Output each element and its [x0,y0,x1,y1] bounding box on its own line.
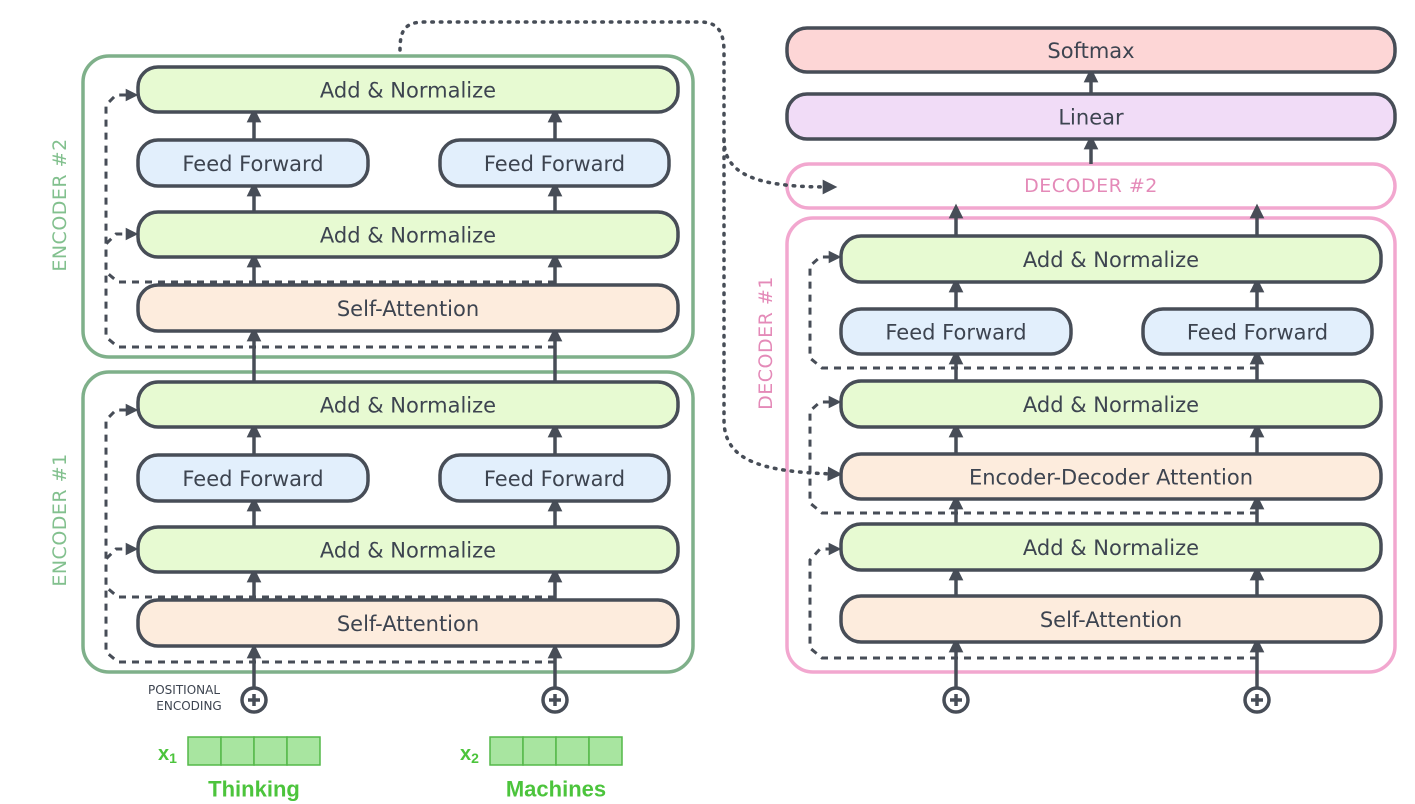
add-normalize-label: Add & Normalize [320,224,496,248]
embedding-cell [286,736,321,766]
embedding-cell [253,736,288,766]
decoder-label-1: DECODER #1 [755,276,777,410]
feed-forward-label: Feed Forward [1187,321,1328,345]
self-attention-box [839,594,1383,644]
add-normalize-box [839,234,1383,284]
embedding-cell [220,736,255,766]
add-normalize-label: Add & Normalize [320,394,496,418]
add-normalize-label: Add & Normalize [1023,536,1199,560]
feed-forward-label: Feed Forward [484,152,625,176]
feed-forward-box [1141,307,1374,356]
encoder-container-2 [81,54,695,359]
encoder-decoder-attention-label: Encoder-Decoder Attention [969,466,1253,490]
embedding-cell [489,736,524,766]
positional-encoding-label: POSITIONAL [148,683,220,697]
feed-forward-label: Feed Forward [182,152,323,176]
residual-connection [104,88,555,284]
input-word-label: Thinking [208,777,300,802]
encoder-decoder-attention-box [839,452,1383,501]
softmax-label: Softmax [1047,39,1134,63]
add-normalize-label: Add & Normalize [1023,393,1199,417]
feed-forward-box [136,138,370,188]
self-attention-label: Self-Attention [337,297,479,321]
positional-encoding-label: ENCODING [156,699,221,713]
linear-box [785,92,1397,141]
softmax-box [785,26,1397,74]
embedding-cell [522,736,557,766]
encoder-label-1: ENCODER #1 [49,453,71,586]
add-normalize-box [136,525,680,574]
add-normalize-label: Add & Normalize [320,79,496,103]
feed-forward-box [438,138,671,188]
add-normalize-label: Add & Normalize [1023,248,1199,272]
encoder-output-connection [722,138,843,482]
decoder-container-1 [785,216,1397,674]
feed-forward-label: Feed Forward [885,321,1026,345]
self-attention-label: Self-Attention [337,612,479,636]
embedding-cell [555,736,590,766]
encoder-label-2: ENCODER #2 [49,138,71,271]
decoder-label-2: DECODER #2 [1024,175,1158,197]
add-normalize-box [839,379,1383,429]
self-attention-box [136,598,680,648]
add-normalize-box [839,522,1383,572]
residual-connection [808,542,1257,660]
feed-forward-box [136,453,370,503]
self-attention-label: Self-Attention [1040,608,1182,632]
feed-forward-label: Feed Forward [182,467,323,491]
add-normalize-box [136,380,680,429]
add-normalize-box [136,65,680,114]
residual-connection [104,227,555,349]
input-vector-symbol: x1 [158,743,177,766]
encoder-container-1 [81,370,695,674]
input-vector-symbol: x2 [460,743,479,766]
residual-connection [808,395,1257,515]
residual-connection [104,403,555,599]
self-attention-box [136,283,680,333]
residual-connection [808,250,1257,370]
input-word-label: Machines [506,777,606,802]
add-normalize-label: Add & Normalize [320,539,496,563]
residual-connection [104,542,555,664]
feed-forward-label: Feed Forward [484,467,625,491]
feed-forward-box [839,307,1073,356]
encoder-output-connection [398,20,838,195]
add-normalize-box [136,210,680,259]
embedding-cell [187,736,222,766]
embedding-cell [588,736,623,766]
linear-label: Linear [1058,106,1124,130]
feed-forward-box [438,453,671,503]
